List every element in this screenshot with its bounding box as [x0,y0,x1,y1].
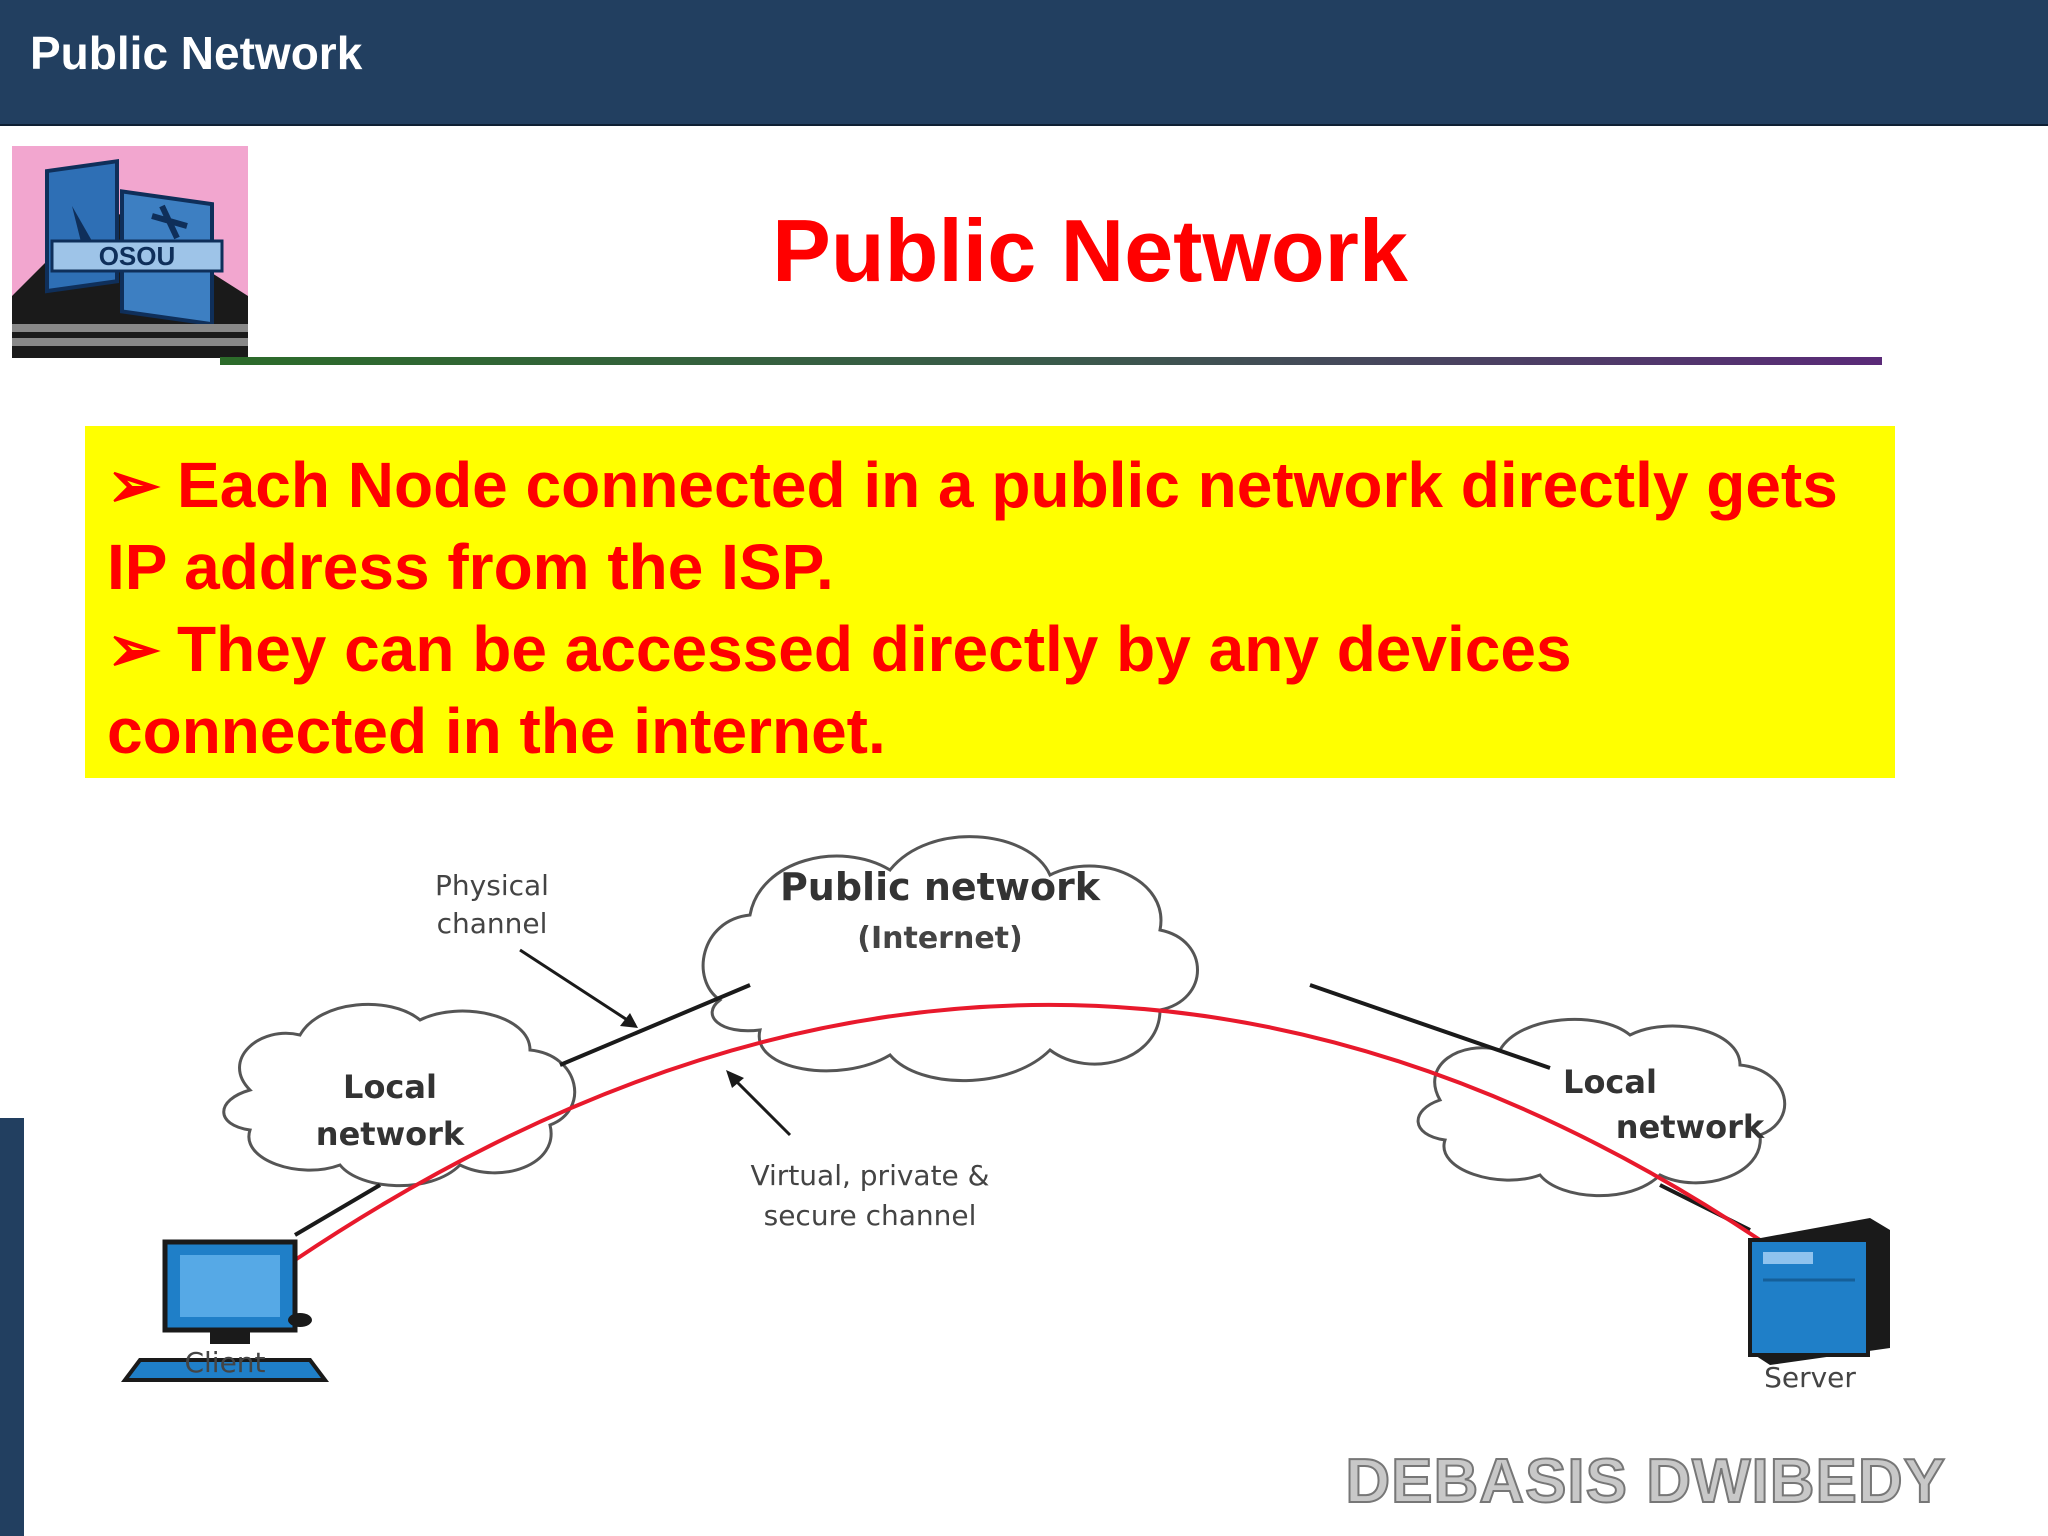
bullet-text: They can be accessed directly by any dev… [107,613,1572,767]
header-bar: Public Network [0,0,2048,126]
arrow-bullet-icon: ➢ [107,613,161,685]
slide-title: Public Network [772,201,1408,300]
public-network-diagram: Public network (Internet) Physical chann… [121,835,1890,1394]
public-network-cloud [701,835,1199,1083]
bullet-text: Each Node connected in a public network … [107,449,1838,603]
bullet-item: ➢They can be accessed directly by any de… [107,608,1873,772]
local-network-label-right: Local [1563,1063,1657,1101]
local-network-cloud-right [1416,1017,1787,1198]
pointer-arrowhead [726,1070,744,1088]
local-network-cloud-left [222,1002,577,1188]
bullet-callout-box: ➢Each Node connected in a public network… [85,426,1895,778]
title-underline [220,357,1882,365]
bullet-item: ➢Each Node connected in a public network… [107,444,1873,608]
server-icon [1748,1218,1890,1365]
virtual-channel-label: Virtual, private & [750,1159,989,1192]
physical-link-right [1309,983,1551,1070]
client-link [293,1183,382,1237]
server-label: Server [1764,1361,1856,1394]
public-cloud-sublabel: (Internet) [857,921,1022,956]
virtual-channel-pointer [728,1073,792,1137]
secure-channel-curve [293,1002,1762,1262]
virtual-channel-label: secure channel [764,1199,977,1232]
left-accent-strip [0,1118,24,1536]
physical-link-left [559,983,751,1067]
physical-channel-pointer [519,948,636,1027]
client-label: Client [184,1346,265,1379]
arrow-bullet-icon: ➢ [107,449,161,521]
client-computer-icon [121,1239,329,1382]
local-network-label-left: network [316,1115,465,1153]
author-watermark: DEBASIS DWIBEDY [1344,1446,1946,1517]
pointer-arrowhead [620,1013,638,1028]
local-network-label-right: network [1616,1108,1765,1146]
public-cloud-label: Public network [780,865,1101,909]
local-network-label-left: Local [343,1068,437,1106]
university-logo: OSOU [12,146,248,358]
physical-channel-label: Physical [435,869,549,902]
physical-channel-label: channel [437,907,548,940]
svg-text:OSOU: OSOU [99,241,176,271]
header-title: Public Network [30,27,363,79]
